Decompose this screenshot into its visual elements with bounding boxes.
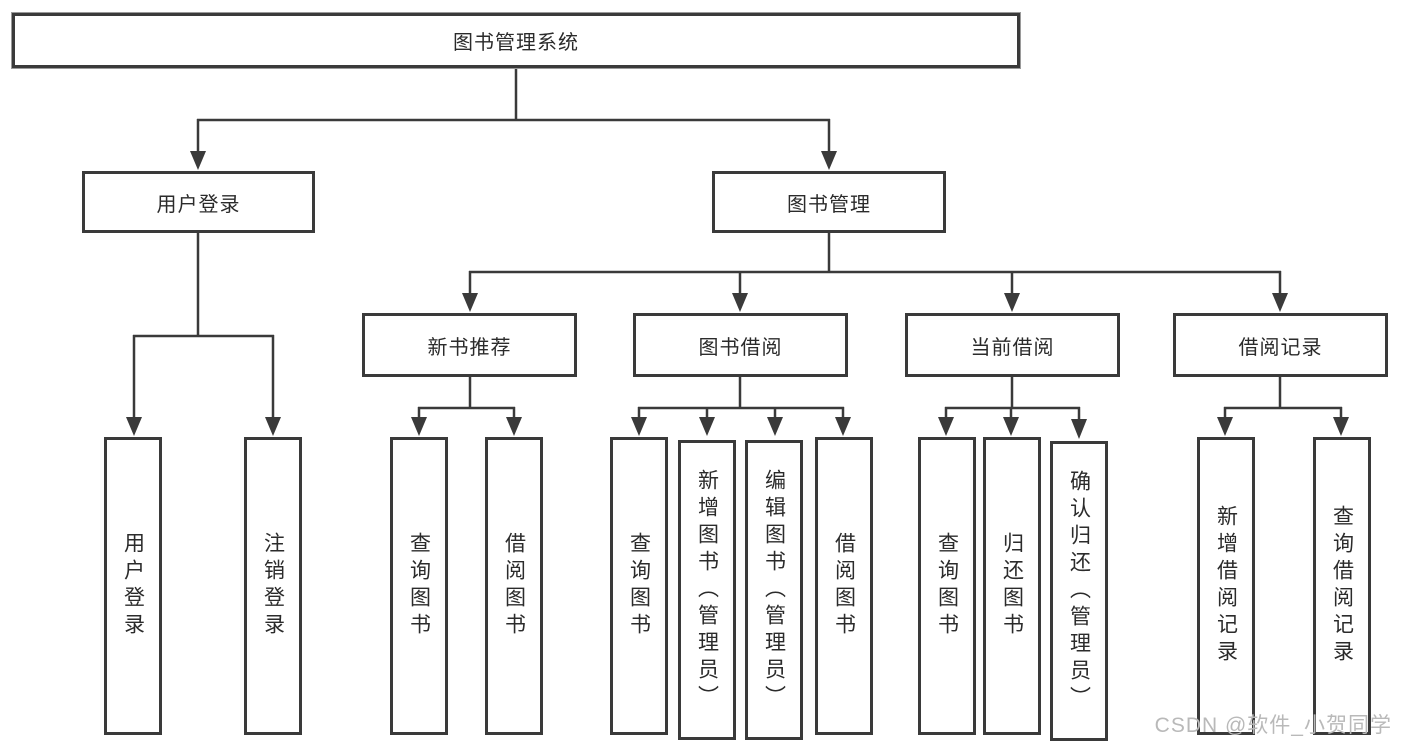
leaf-records-query-record: 查询借阅记录 — [1313, 437, 1371, 735]
leaf-label: 借阅图书 — [832, 532, 856, 640]
node-label: 借阅记录 — [1238, 336, 1323, 359]
leaf-logout: 注销登录 — [244, 437, 302, 735]
leaf-newbook-borrow-books: 借阅图书 — [485, 437, 543, 735]
node-book-borrowing: 图书借阅 — [633, 313, 848, 377]
node-label: 用户登录 — [156, 193, 241, 216]
node-label: 新书推荐 — [427, 336, 512, 359]
node-borrow-records: 借阅记录 — [1173, 313, 1388, 377]
connector-current-to-leaves — [938, 377, 1087, 439]
connector-borrow-to-leaves — [631, 377, 851, 436]
leaf-label: 注销登录 — [261, 532, 285, 640]
leaf-label: 查询借阅记录 — [1330, 505, 1354, 667]
leaf-label: 新增图书（管理员） — [695, 468, 719, 712]
node-current-borrowing: 当前借阅 — [905, 313, 1120, 377]
leaf-records-add-record: 新增借阅记录 — [1197, 437, 1255, 735]
node-book-management: 图书管理 — [712, 171, 946, 233]
node-library-management-system: 图书管理系统 — [12, 13, 1020, 68]
csdn-watermark: CSDN @软件_小贺同学 — [1154, 714, 1392, 737]
leaf-label: 用户登录 — [121, 532, 145, 640]
leaf-borrow-borrow-books: 借阅图书 — [815, 437, 873, 735]
connector-records-to-leaves — [1217, 377, 1349, 436]
leaf-label: 查询图书 — [627, 532, 651, 640]
leaf-user-login: 用户登录 — [104, 437, 162, 735]
leaf-current-confirm-return-admin: 确认归还（管理员） — [1050, 441, 1108, 741]
leaf-label: 编辑图书（管理员） — [762, 468, 786, 712]
leaf-label: 确认归还（管理员） — [1067, 469, 1091, 713]
node-label: 图书管理 — [787, 193, 871, 216]
connector-management-to-level3 — [462, 233, 1288, 312]
leaf-current-query-books: 查询图书 — [918, 437, 976, 735]
leaf-label: 查询图书 — [935, 532, 959, 640]
leaf-borrow-add-books-admin: 新增图书（管理员） — [678, 440, 736, 740]
leaf-label: 借阅图书 — [502, 532, 526, 640]
leaf-borrow-query-books: 查询图书 — [610, 437, 668, 735]
node-user-login: 用户登录 — [82, 171, 315, 233]
leaf-borrow-edit-books-admin: 编辑图书（管理员） — [745, 440, 803, 740]
node-label: 当前借阅 — [970, 336, 1055, 359]
node-new-book-recommend: 新书推荐 — [362, 313, 577, 377]
node-label: 图书借阅 — [698, 336, 783, 359]
leaf-label: 归还图书 — [1000, 532, 1024, 640]
connector-newbook-to-leaves — [411, 377, 522, 436]
leaf-current-return-books: 归还图书 — [983, 437, 1041, 735]
leaf-newbook-query-books: 查询图书 — [390, 437, 448, 735]
connector-login-to-leaves — [126, 233, 281, 436]
leaf-label: 查询图书 — [407, 532, 431, 640]
connector-root-to-level2 — [190, 68, 837, 170]
node-label: 图书管理系统 — [453, 32, 579, 54]
leaf-label: 新增借阅记录 — [1214, 505, 1238, 667]
